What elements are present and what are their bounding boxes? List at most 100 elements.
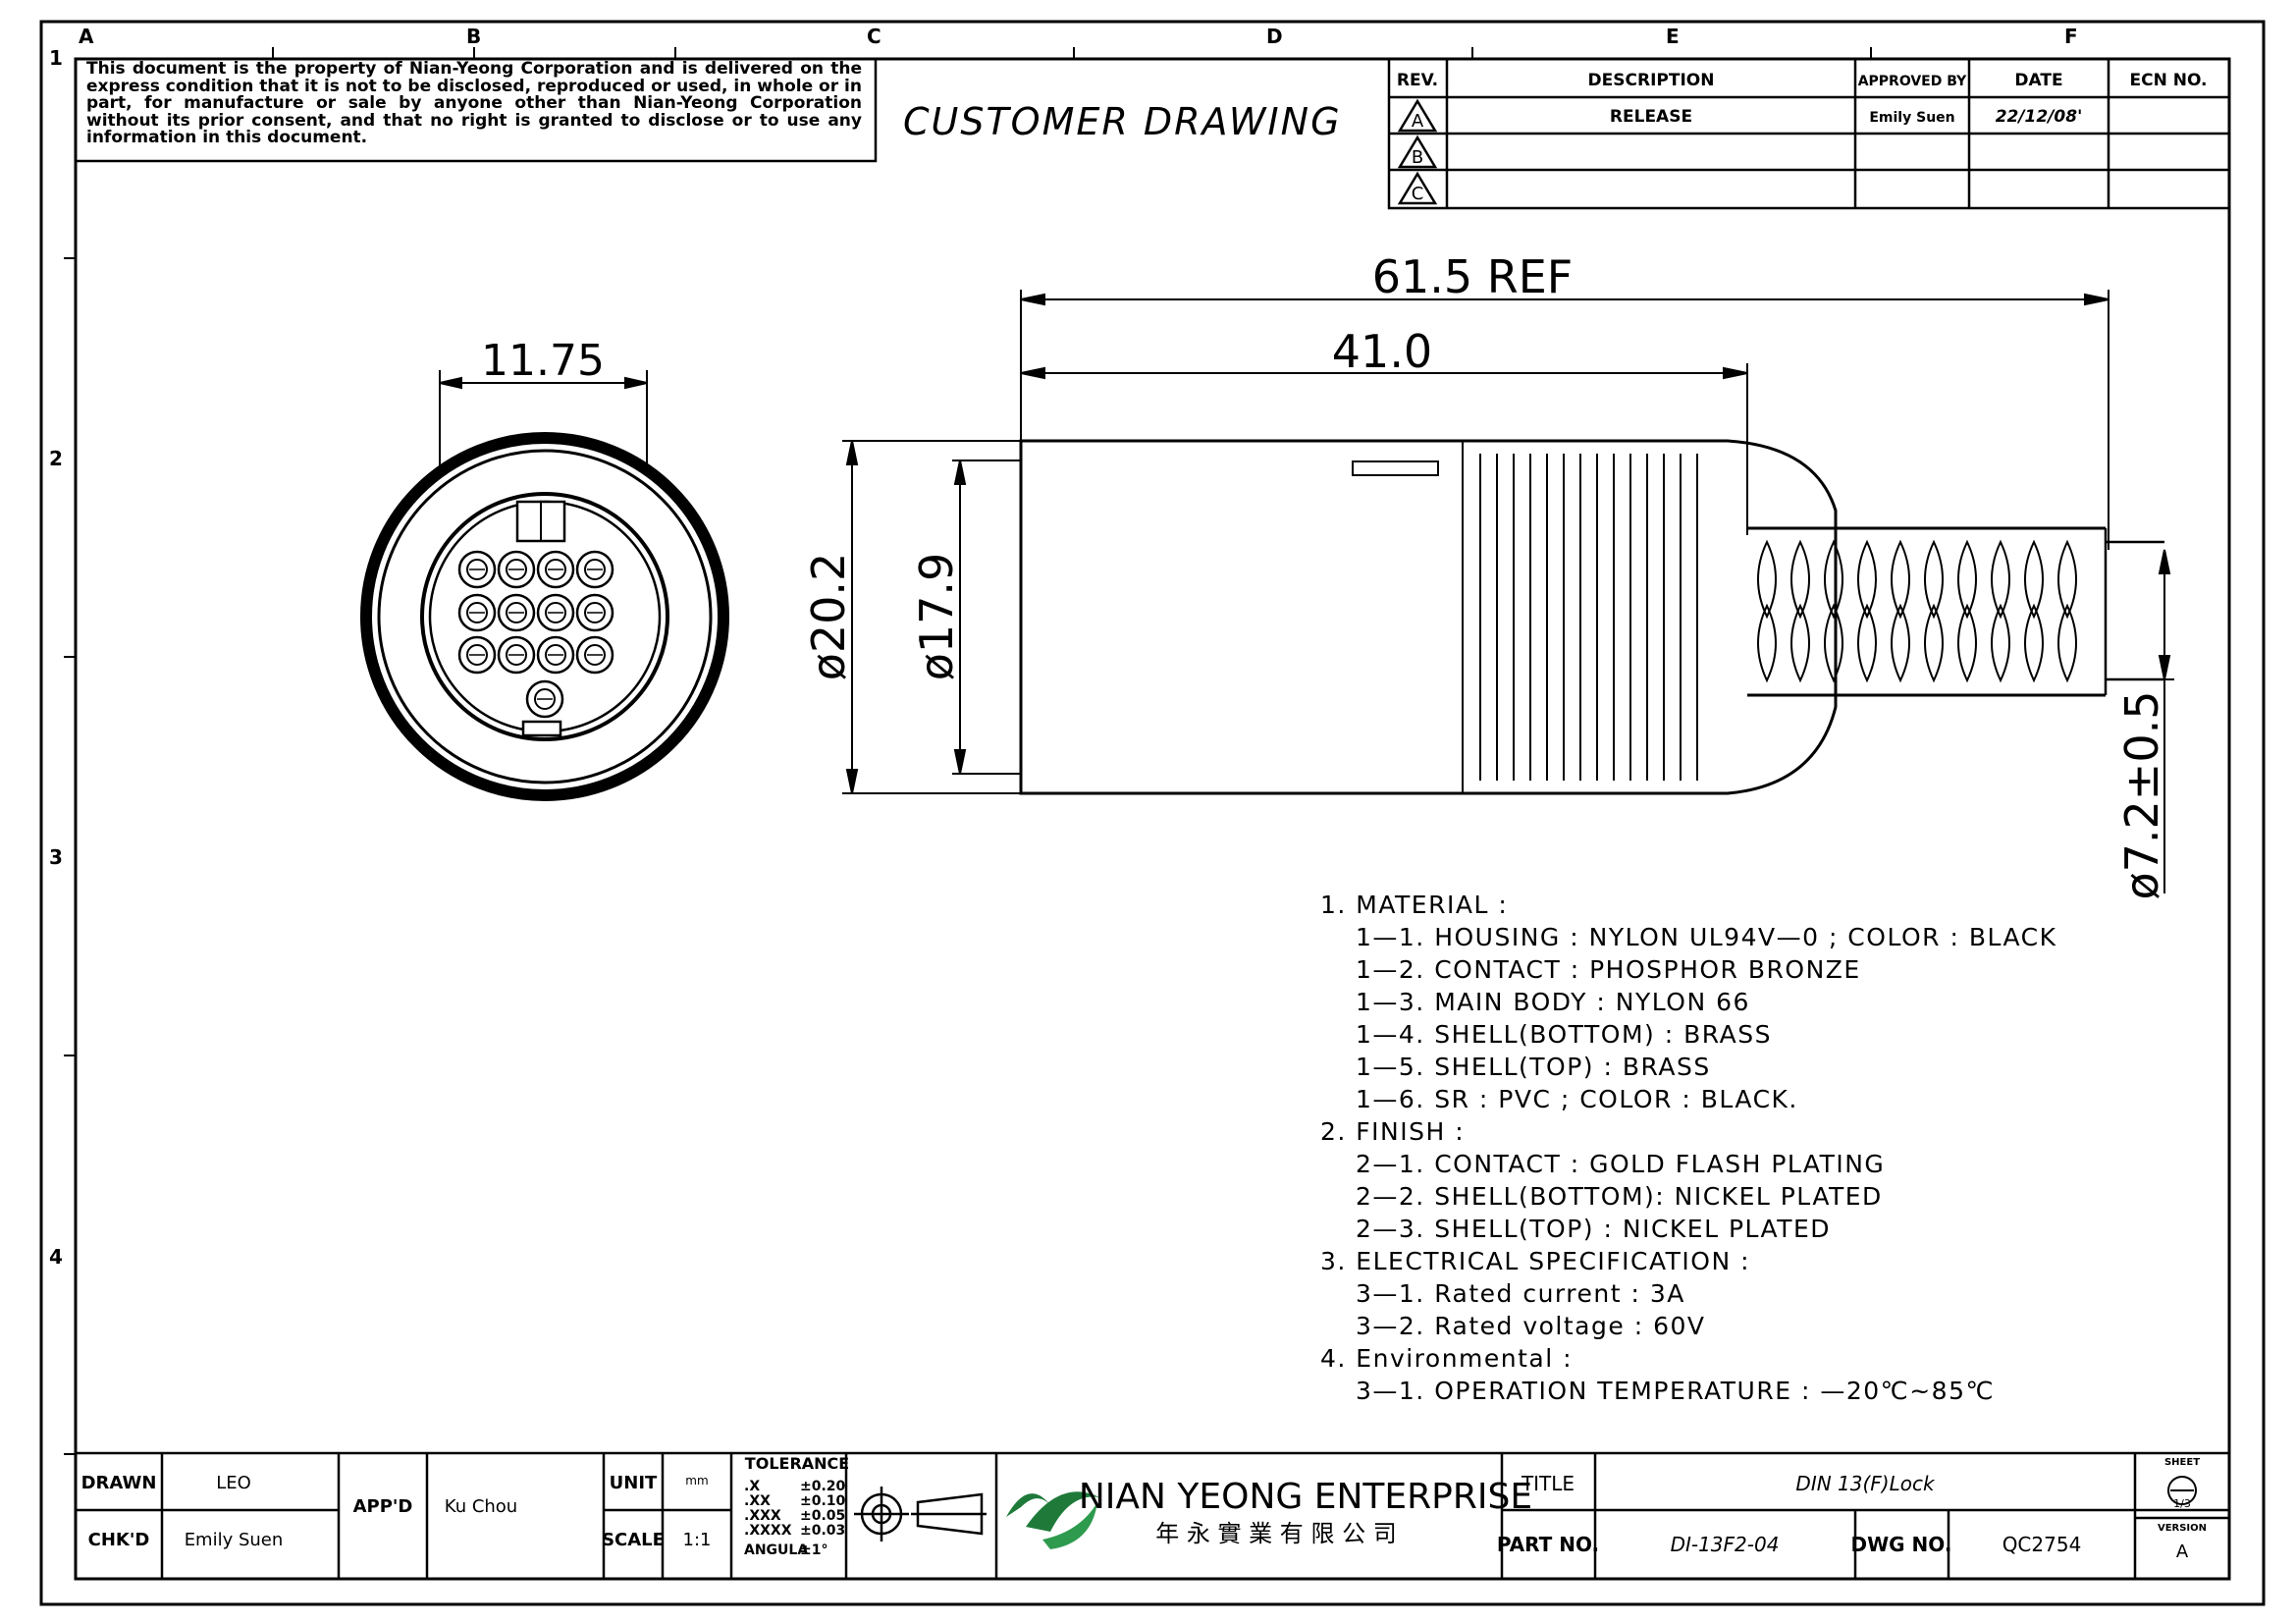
note-line: 1—6. SR : PVC ; COLOR : BLACK. xyxy=(1356,1085,1798,1113)
pin-contact xyxy=(457,635,497,675)
tol-key-2: .XX xyxy=(744,1493,771,1509)
body-length-label: 41.0 xyxy=(1332,325,1432,378)
rev-a-date: 22/12/08' xyxy=(1996,107,2083,127)
material-notes: 1. MATERIAL : 1—1. HOUSING : NYLON UL94V—… xyxy=(1320,889,2204,1407)
outer-diameter-label: ø20.2 xyxy=(802,553,855,681)
drawing-heading: CUSTOMER DRAWING xyxy=(903,100,1342,143)
pin-contact xyxy=(575,635,614,675)
company-name: NIAN YEONG ENTERPRISE xyxy=(1079,1477,1532,1517)
title-value: DIN 13(F)Lock xyxy=(1795,1472,1936,1495)
overall-length-label: 61.5 REF xyxy=(1372,250,1574,303)
chkd-value: Emily Suen xyxy=(185,1530,284,1550)
drawn-label: DRAWN xyxy=(81,1473,157,1493)
part-no-label: PART NO. xyxy=(1497,1533,1599,1556)
tol-key-1: .X xyxy=(744,1479,760,1494)
tol-val-2: ±0.10 xyxy=(800,1493,846,1509)
rev-triangles xyxy=(1397,98,1438,205)
sheet-label: SHEET xyxy=(2164,1457,2200,1468)
unit-label: UNIT xyxy=(610,1473,658,1493)
title-block xyxy=(74,1451,2231,1581)
note-line: 1—3. MAIN BODY : NYLON 66 xyxy=(1356,988,1750,1016)
scale-label: SCALE xyxy=(602,1530,665,1550)
dim-front-width xyxy=(439,370,648,471)
front-width-label: 11.75 xyxy=(481,336,605,386)
pin-contact xyxy=(536,593,575,632)
pin-contact xyxy=(575,593,614,632)
unit-value: mm xyxy=(685,1474,708,1488)
zone-col-c: C xyxy=(867,25,881,48)
note-line: 1—4. SHELL(BOTTOM) : BRASS xyxy=(1356,1020,1772,1049)
zone-row-3: 3 xyxy=(49,845,63,869)
ecn-header: ECN NO. xyxy=(2130,71,2208,90)
note-line: 1—2. CONTACT : PHOSPHOR BRONZE xyxy=(1356,955,1861,984)
pin-contact xyxy=(536,550,575,589)
zone-col-a: A xyxy=(79,25,94,48)
note-line: 2—3. SHELL(TOP) : NICKEL PLATED xyxy=(1356,1215,1832,1243)
company-name-cn: 年 永 實 業 有 限 公 司 xyxy=(1155,1520,1396,1547)
description-header: DESCRIPTION xyxy=(1588,71,1715,90)
appd-label: APP'D xyxy=(353,1496,413,1517)
approved-by-header: APPROVED BY xyxy=(1858,74,1967,89)
contact-pins xyxy=(457,550,614,719)
pin-contact xyxy=(525,679,564,719)
chkd-label: CHK'D xyxy=(88,1530,150,1550)
tol-val-4: ±0.03 xyxy=(800,1523,845,1539)
rev-a-approved: Emily Suen xyxy=(1869,110,1954,126)
dwg-no-label: DWG NO. xyxy=(1851,1533,1952,1556)
date-header: DATE xyxy=(2014,71,2062,90)
revision-table xyxy=(1387,57,2231,210)
rev-a-description: RELEASE xyxy=(1610,107,1692,127)
pin-contact xyxy=(497,635,536,675)
version-value: A xyxy=(2176,1542,2189,1562)
sheet-value: 1/3 xyxy=(2173,1497,2191,1510)
outer-frame xyxy=(39,20,2266,1606)
tol-val-3: ±0.05 xyxy=(800,1508,845,1524)
note-line: 3—1. OPERATION TEMPERATURE : —20℃~85℃ xyxy=(1356,1377,1996,1405)
note-line: 3. ELECTRICAL SPECIFICATION : xyxy=(1320,1247,1751,1275)
rev-b-badge: B xyxy=(1412,147,1423,168)
pin-contact xyxy=(497,593,536,632)
zone-col-b: B xyxy=(466,25,481,48)
version-label: VERSION xyxy=(2158,1523,2207,1534)
rev-header: REV. xyxy=(1397,71,1438,90)
note-line: 1—5. SHELL(TOP) : BRASS xyxy=(1356,1053,1711,1081)
note-line: 2—2. SHELL(BOTTOM): NICKEL PLATED xyxy=(1356,1182,1883,1211)
zone-col-e: E xyxy=(1666,25,1680,48)
zone-col-d: D xyxy=(1266,25,1283,48)
title-label: TITLE xyxy=(1521,1472,1575,1495)
note-line: 4. Environmental : xyxy=(1320,1344,1574,1373)
note-line: 1—1. HOUSING : NYLON UL94V—0 ; COLOR : B… xyxy=(1356,923,2057,951)
pin-contact xyxy=(536,635,575,675)
cable-diameter-label: ø7.2±0.5 xyxy=(2115,691,2168,900)
projection-symbol-icon xyxy=(854,1487,987,1542)
note-line: 2. FINISH : xyxy=(1320,1117,1466,1146)
appd-value: Ku Chou xyxy=(445,1496,517,1517)
front-view xyxy=(360,432,729,801)
side-view xyxy=(1019,439,2164,795)
rev-c-badge: C xyxy=(1412,184,1424,204)
tol-key-4: .XXXX xyxy=(744,1523,792,1539)
zone-row-2: 2 xyxy=(49,447,63,470)
disclaimer-text: This document is the property of Nian-Ye… xyxy=(86,59,862,147)
dwg-no-value: QC2754 xyxy=(2002,1533,2082,1556)
tol-val-5: ±1° xyxy=(800,1542,828,1558)
pin-contact xyxy=(457,550,497,589)
drawn-value: LEO xyxy=(216,1473,251,1493)
pin-contact xyxy=(457,593,497,632)
company-logo-icon xyxy=(1006,1491,1099,1549)
inner-diameter-label: ø17.9 xyxy=(910,553,963,681)
note-line: 3—2. Rated voltage : 60V xyxy=(1356,1312,1706,1340)
zone-ticks xyxy=(64,47,1872,1455)
tol-key-3: .XXX xyxy=(744,1508,781,1524)
tolerance-title: TOLERANCE xyxy=(745,1454,849,1473)
sheet-symbol-icon xyxy=(2167,1476,2197,1505)
tol-val-1: ±0.20 xyxy=(800,1479,846,1494)
note-line: 1. MATERIAL : xyxy=(1320,891,1509,919)
part-no-value: DI-13F2-04 xyxy=(1671,1533,1780,1556)
note-line: 2—1. CONTACT : GOLD FLASH PLATING xyxy=(1356,1150,1886,1178)
note-line: 3—1. Rated current : 3A xyxy=(1356,1279,1685,1308)
scale-value: 1:1 xyxy=(683,1530,712,1550)
rev-a-badge: A xyxy=(1412,111,1424,132)
disclaimer-box xyxy=(74,57,878,163)
